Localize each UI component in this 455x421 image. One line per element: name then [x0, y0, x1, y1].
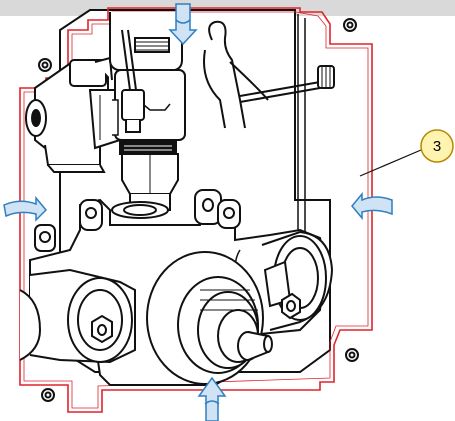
sensor-probe — [121, 29, 171, 133]
curved-rotation-arrow-icon — [3, 195, 48, 222]
wire-loop-and-cable — [203, 20, 335, 129]
callout-3-label: 3 — [433, 138, 441, 155]
thermostatic-cartridge — [146, 251, 273, 385]
red-frame-outline — [19, 7, 373, 413]
curved-rotation-arrow-icon — [351, 191, 393, 221]
left-outlet-port — [19, 268, 136, 364]
callout-3: 3 — [359, 129, 454, 177]
curved-rotation-arrow-icon — [197, 376, 227, 421]
curved-rotation-arrow-icon — [168, 3, 198, 46]
